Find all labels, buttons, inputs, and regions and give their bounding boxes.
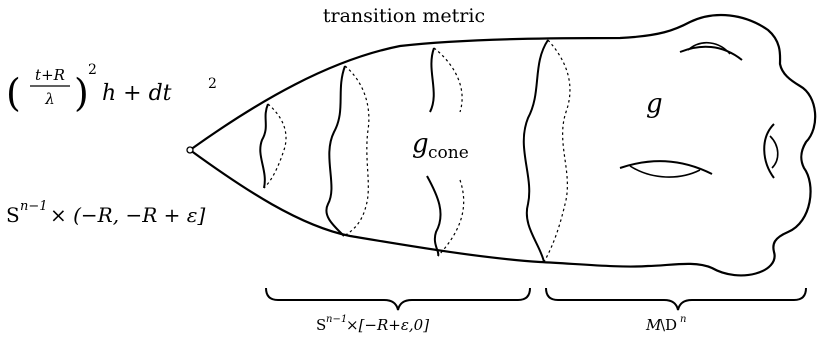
collar-S: S bbox=[6, 203, 20, 227]
cross-section-1 bbox=[259, 103, 269, 189]
handle-right-inner bbox=[769, 135, 779, 169]
dotted-section-3b bbox=[437, 179, 465, 257]
cross-section-3 bbox=[429, 47, 435, 113]
handle-bottom-upper bbox=[619, 160, 713, 175]
collar-rest: × (−R, −R + ε] bbox=[50, 203, 205, 227]
g-label: g bbox=[646, 89, 663, 119]
collar-region-label: S n−1 × (−R, −R + ε] bbox=[6, 199, 205, 227]
frac-denominator: λ bbox=[44, 90, 55, 108]
formula-exponent: 2 bbox=[88, 62, 97, 78]
handle-top-lower bbox=[679, 45, 743, 61]
g-cone-label: g cone bbox=[412, 129, 469, 163]
formula-rest: h + dt bbox=[102, 81, 172, 106]
bottom-right-sup: n bbox=[680, 314, 686, 325]
handle-bottom-lower bbox=[629, 165, 701, 178]
cross-section-3b bbox=[426, 175, 442, 257]
bottom-left-rest: ×[−R+ε,0] bbox=[346, 316, 429, 334]
frac-numerator: t+R bbox=[35, 66, 65, 84]
g-cone-base: g bbox=[412, 129, 429, 159]
handle-top-upper bbox=[687, 42, 731, 55]
dotted-section-1 bbox=[263, 103, 287, 189]
g-cone-sub: cone bbox=[428, 143, 469, 163]
formula-rest-exponent: 2 bbox=[208, 76, 217, 92]
collar-sup: n−1 bbox=[20, 199, 48, 214]
cross-section-2 bbox=[325, 65, 346, 237]
cone-apex bbox=[186, 146, 194, 154]
cross-section-4 bbox=[522, 39, 549, 263]
dotted-section-2 bbox=[343, 65, 370, 237]
bottom-left-label: S n−1 ×[−R+ε,0] bbox=[316, 314, 429, 334]
paren-right: ) bbox=[74, 71, 89, 115]
bottom-right-M: M bbox=[645, 316, 662, 334]
dotted-section-3 bbox=[433, 47, 463, 113]
manifold-outline bbox=[188, 13, 817, 277]
underbrace-right bbox=[545, 287, 807, 311]
underbrace-left bbox=[265, 287, 531, 311]
bottom-right-mid: \D bbox=[660, 316, 677, 334]
transition-metric-label: transition metric bbox=[323, 5, 485, 27]
warped-metric-formula: ( t+R λ ) 2 h + dt 2 bbox=[6, 62, 217, 115]
bottom-left-S: S bbox=[316, 316, 326, 334]
paren-left: ( bbox=[6, 71, 21, 115]
bottom-left-sup: n−1 bbox=[326, 314, 347, 325]
handle-right-outer bbox=[763, 123, 775, 179]
dotted-section-4 bbox=[543, 39, 571, 263]
bottom-right-label: M \D n bbox=[645, 314, 686, 334]
